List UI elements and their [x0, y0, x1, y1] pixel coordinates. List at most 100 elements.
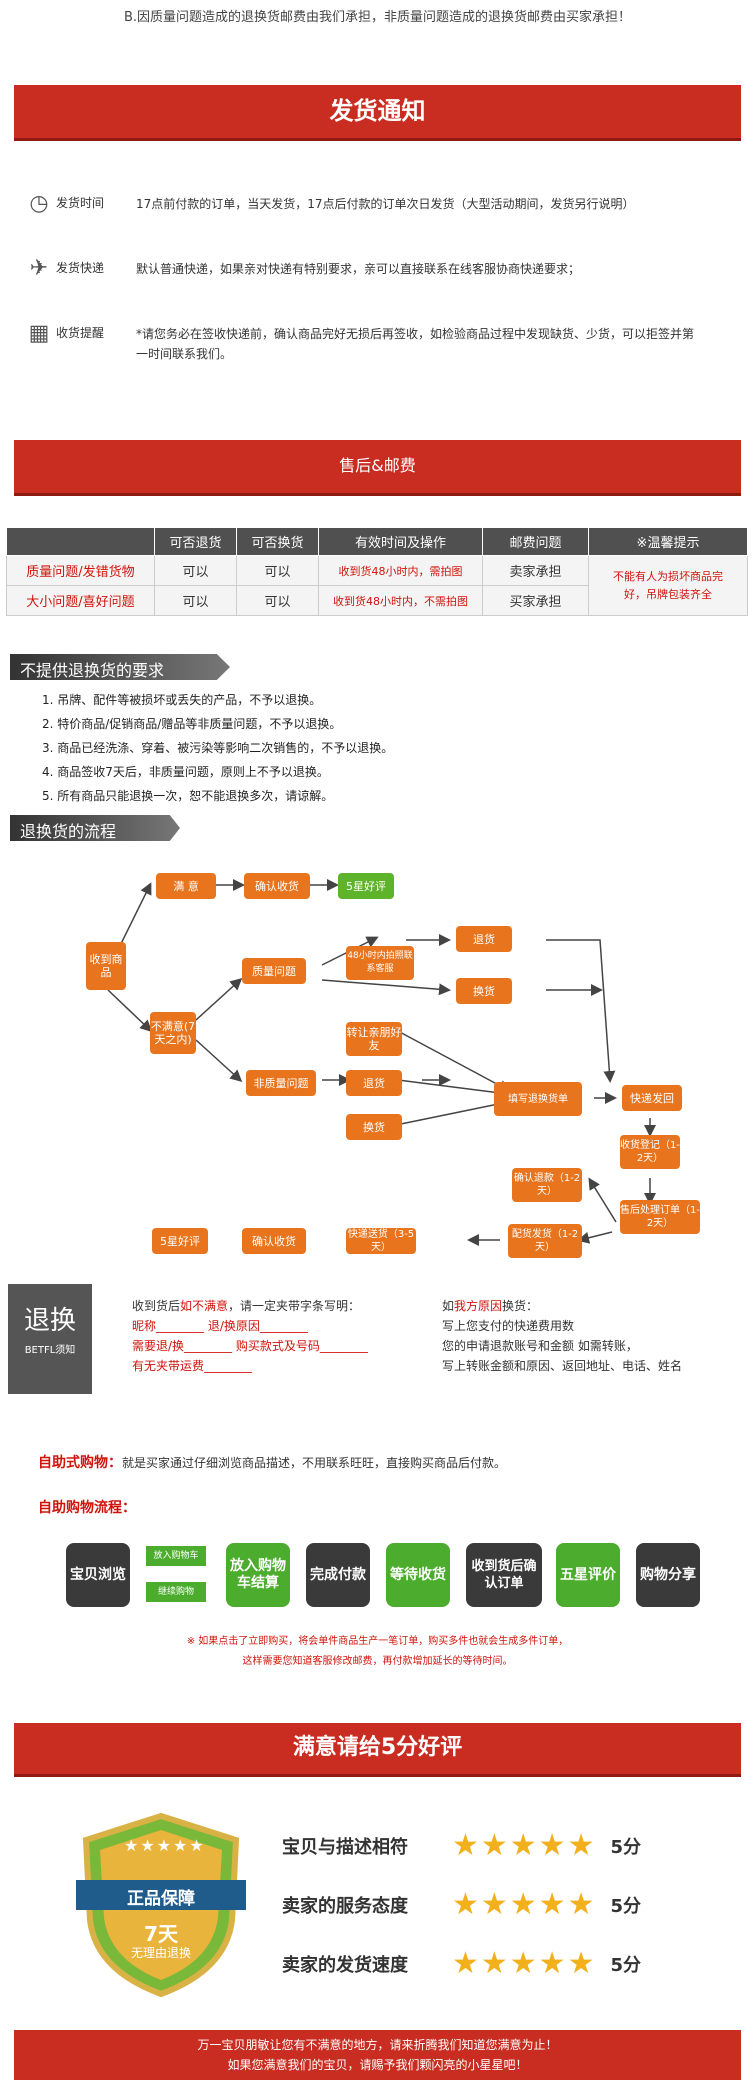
ship-text: 默认普通快递，如果亲对快递有特别要求，亲可以直接联系在线客服协商快递要求；	[136, 262, 581, 276]
self-label: 自助式购物：	[38, 1455, 122, 1471]
after-sales-table: 可否退货 可否换货 有效时间及操作 邮费问题 ※温馨提示 质量问题/发错货物 可…	[6, 527, 748, 616]
ship-text: *请您务必在签收快递前，确认商品完好无损后再签收，如检验商品过程中发现缺货、少货…	[136, 327, 695, 361]
ship-banner: 发货通知	[14, 85, 741, 141]
table-cell: 收到货48小时内，不需拍图	[318, 585, 483, 616]
self-desc: 自助式购物：就是买家通过仔细浏览商品描述，不用联系旺旺，直接购买商品后付款。	[38, 1452, 506, 1472]
rules-list: 1. 吊牌、配件等被损坏或丢失的产品，不予以退换。 2. 特价商品/促销商品/赠…	[42, 688, 393, 808]
notice-line: 昵称________ 退/换原因________	[132, 1319, 308, 1333]
table-cell: 大小问题/喜好问题	[6, 585, 155, 616]
flow-node-satisfied: 满 意	[156, 873, 216, 899]
flow-node-recv: 收到商品	[86, 942, 126, 990]
ship-row-time: ◷ 发货时间 17点前付款的订单，当天发货，17点后付款的订单次日发货（大型活动…	[22, 186, 742, 220]
step-rate: 五星评价	[556, 1543, 620, 1607]
table-cell: 质量问题/发错货物	[6, 555, 155, 586]
flow-node-five2: 5星好评	[152, 1228, 208, 1254]
footer-line: 万一宝贝朋敏让您有不满意的地方，请来折腾我们知道您满意为止！	[197, 2038, 558, 2052]
warm-tip: 不能有人为损坏商品完好，吊牌包装齐全	[588, 555, 748, 616]
flow-node-exch1: 换货	[456, 978, 512, 1004]
flow-node-confirm1: 确认收货	[244, 873, 310, 899]
table-cell: 卖家承担	[482, 555, 589, 586]
rating-score: 5分	[610, 1836, 642, 1858]
table-cell: 可以	[154, 555, 237, 586]
rating-row: 宝贝与描述相符 ★★★★★ 5分	[282, 1828, 682, 1863]
notice-left: 收到货后如不满意，请一定夹带字条写明： 昵称________ 退/换原因____…	[132, 1296, 368, 1376]
flow-node-five1: 5星好评	[338, 873, 394, 899]
table-cell: 收到货48小时内，需拍图	[318, 555, 483, 586]
table-cell: 可以	[236, 555, 319, 586]
step-pay: 完成付款	[306, 1543, 370, 1607]
table-header: 邮费问题	[482, 527, 589, 556]
return-notice-logo: 退换 BETFL须知	[8, 1284, 92, 1394]
rules-title: 不提供退换货的要求	[10, 654, 230, 680]
rating-label: 卖家的发货速度	[282, 1954, 408, 1976]
self-note: ※ 如果点击了立即购买，将会单件商品生产一笔订单，购买多件也就会生成多件订单， …	[0, 1632, 755, 1672]
step-browse: 宝贝浏览	[66, 1543, 130, 1607]
notice-highlight: 我方原因	[454, 1299, 503, 1313]
shield-title: 正品保障	[127, 1889, 195, 1909]
table-header: 可否换货	[236, 527, 319, 556]
table-row: 质量问题/发错货物 可以 可以 收到货48小时内，需拍图 卖家承担 不能有人为损…	[6, 555, 748, 616]
notice-right: 如我方原因换货： 写上您支付的快递费用数 您的申请退款账号和金额 如需转账， 写…	[442, 1296, 682, 1376]
ship-label: 收货提醒	[56, 326, 105, 340]
notice-text: ，请一定夹带字条写明：	[228, 1299, 361, 1313]
step-confirm: 收到货后确认订单	[466, 1543, 542, 1607]
flow-title: 退换货的流程	[10, 815, 180, 841]
rating-row: 卖家的服务态度 ★★★★★ 5分	[282, 1887, 682, 1922]
flow-node-exch2: 换货	[346, 1114, 402, 1140]
flow-node-reship: 配货发货（1-2天）	[508, 1224, 582, 1258]
flow-node-express: 快递发回	[622, 1085, 682, 1111]
logo-title: 退换	[23, 1306, 76, 1336]
guarantee-shield: ★★★★★ 正品保障 7天 无理由退换	[76, 1810, 246, 2000]
flow-node-friend: 转让亲朋好友	[346, 1022, 402, 1056]
after-banner: 售后&邮费	[14, 440, 741, 496]
clock-icon: ◷	[29, 190, 49, 216]
airplane-icon: ✈	[29, 255, 49, 281]
table-cell: 可以	[236, 585, 319, 616]
step-share: 购物分享	[636, 1543, 700, 1607]
ship-text: 17点前付款的订单，当天发货，17点后付款的订单次日发货（大型活动期间，发货另行…	[136, 197, 635, 211]
flow-arrows	[107, 879, 656, 1246]
step-wait: 等待收货	[386, 1543, 450, 1607]
notice-line: 有无夹带运费________	[132, 1359, 253, 1373]
mini-cart: 放入购物车	[146, 1546, 206, 1566]
grid-icon: ▦	[28, 320, 50, 346]
ship-label: 发货快递	[56, 261, 105, 275]
ship-row-express: ✈ 发货快递 默认普通快递，如果亲对快递有特别要求，亲可以直接联系在线客服协商快…	[22, 251, 742, 285]
list-item: 3. 商品已经洗涤、穿着、被污染等影响二次销售的，不予以退换。	[42, 741, 394, 755]
self-text: 就是买家通过仔细浏览商品描述，不用联系旺旺，直接购买商品后付款。	[122, 1456, 507, 1470]
rating-label: 卖家的服务态度	[282, 1895, 408, 1917]
rating-score: 5分	[610, 1954, 642, 1976]
flow-node-delivery: 快递送货（3-5天）	[346, 1228, 416, 1254]
flow-node-refund1: 退货	[456, 926, 512, 952]
flow-node-confirm2: 确认收货	[242, 1228, 306, 1254]
table-cell: 买家承担	[482, 585, 589, 616]
notice-line: 写上转账金额和原因、返回地址、电话、姓名	[442, 1359, 683, 1373]
flow-node-nonq: 非质量问题	[246, 1070, 316, 1096]
ship-label: 发货时间	[56, 196, 105, 210]
rating-score: 5分	[610, 1895, 642, 1917]
self-flow-label: 自助购物流程：	[38, 1500, 136, 1516]
notice-line: 写上您支付的快递费用数	[442, 1319, 575, 1333]
shield-icon	[76, 1812, 246, 1998]
flow-node-process: 售后处理订单（1-2天）	[620, 1200, 700, 1234]
rating-footer: 万一宝贝朋敏让您有不满意的地方，请来折腾我们知道您满意为止！ 如果您满意我们的宝…	[14, 2030, 741, 2080]
flow-node-quality: 质量问题	[242, 958, 306, 984]
star-icon: ★★★★★	[452, 1828, 597, 1863]
table-header	[6, 527, 155, 556]
table-header: ※温馨提示	[588, 527, 748, 556]
top-note: B.因质量问题造成的退换货邮费由我们承担，非质量问题造成的退换货邮费由买家承担！	[123, 10, 632, 25]
table-header: 有效时间及操作	[318, 527, 483, 556]
note-line: ※ 如果点击了立即购买，将会单件商品生产一笔订单，购买多件也就会生成多件订单，	[186, 1636, 569, 1647]
star-icon: ★★★★★	[452, 1946, 597, 1981]
step-cart: 放入购物车结算	[226, 1543, 290, 1607]
flow-node-form: 填写退换货单	[494, 1082, 582, 1116]
rating-row: 卖家的发货速度 ★★★★★ 5分	[282, 1946, 682, 1981]
notice-line: 您的申请退款账号和金额 如需转账，	[442, 1339, 638, 1353]
list-item: 5. 所有商品只能退换一次，恕不能退换多次，请谅解。	[42, 789, 334, 803]
list-item: 2. 特价商品/促销商品/赠品等非质量问题，不予以退换。	[42, 717, 342, 731]
list-item: 4. 商品签收7天后，非质量问题，原则上不予以退换。	[42, 765, 329, 779]
flow-node-unsat: 不满意(7天之内)	[150, 1012, 196, 1054]
notice-highlight: 如不满意	[180, 1299, 229, 1313]
flow-node-refund2: 退货	[346, 1070, 402, 1096]
note-line: 这样需要您知道客服修改邮费，再付款增加延长的等待时间。	[242, 1656, 513, 1667]
